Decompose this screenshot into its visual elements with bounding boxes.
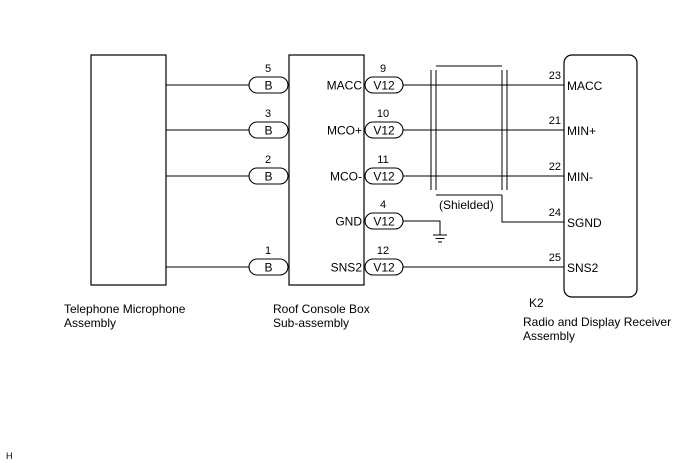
connector-pill xyxy=(364,121,404,139)
connector-label: B xyxy=(264,124,272,138)
radio-terminal: SNS2 25 xyxy=(549,252,599,275)
connector-label: V12 xyxy=(373,215,395,229)
pin-number: 11 xyxy=(377,154,388,166)
terminal-name: MCO+ xyxy=(327,124,362,138)
connector-label: V12 xyxy=(373,124,395,138)
pin-number: 9 xyxy=(380,63,386,75)
pin-number: 22 xyxy=(549,161,561,173)
connector-label: V12 xyxy=(373,261,395,275)
terminal-name: MACC xyxy=(567,79,603,93)
mic-connector: B1 xyxy=(248,245,289,276)
mic-connector: B3 xyxy=(248,108,289,139)
terminal-name: SGND xyxy=(567,216,602,230)
connector-label: B xyxy=(264,79,272,93)
shield-label: (Shielded) xyxy=(439,198,494,212)
terminal-name: GND xyxy=(335,215,362,229)
corner-mark: H xyxy=(6,451,13,461)
microphone-label-line1: Telephone Microphone xyxy=(64,302,186,316)
connector-label: B xyxy=(264,170,272,184)
console-terminal: MCO- V12 11 xyxy=(330,154,404,185)
pin-number: 4 xyxy=(380,199,386,211)
console-terminal: MACC V12 9 xyxy=(327,63,404,94)
roof-console-label-line2: Sub-assembly xyxy=(273,316,349,330)
ground-icon xyxy=(433,234,447,243)
connector-pill xyxy=(248,258,289,276)
radio-terminal: SGND 24 xyxy=(549,207,602,230)
pin-number: 3 xyxy=(265,108,271,120)
pin-number: 24 xyxy=(549,207,561,219)
connector-pill xyxy=(364,212,404,230)
roof-console-box xyxy=(288,54,365,286)
mic-connector: B5 xyxy=(248,63,289,94)
connector-pill xyxy=(248,76,289,94)
pin-number: 12 xyxy=(377,245,389,257)
mic-connector: B2 xyxy=(248,154,289,185)
radio-terminal: MACC 23 xyxy=(549,70,603,93)
console-terminal: GND V12 4 xyxy=(335,199,404,230)
pin-number: 23 xyxy=(549,70,561,82)
connector-pill xyxy=(248,121,289,139)
terminal-name: SNS2 xyxy=(567,261,599,275)
pin-number: 21 xyxy=(549,115,561,127)
terminal-name: SNS2 xyxy=(331,261,363,275)
terminal-name: MACC xyxy=(327,79,363,93)
pin-number: 5 xyxy=(265,63,271,75)
connector-pill xyxy=(364,258,404,276)
pin-number: 1 xyxy=(265,245,271,257)
radio-label-line2: Assembly xyxy=(523,329,575,343)
microphone-label-line2: Assembly xyxy=(64,316,116,330)
pin-number: 10 xyxy=(377,108,389,120)
console-terminal: SNS2 V12 12 xyxy=(331,245,404,276)
roof-console-label-line1: Roof Console Box xyxy=(273,302,370,316)
radio-label-line1: Radio and Display Receiver xyxy=(523,315,671,329)
terminal-name: MIN+ xyxy=(567,124,596,138)
terminal-name: MIN- xyxy=(567,170,593,184)
radio-terminal: MIN+ 21 xyxy=(549,115,596,138)
connector-pill xyxy=(364,167,404,185)
shield-icon xyxy=(430,65,508,196)
pin-number: 25 xyxy=(549,252,561,264)
terminal-name: MCO- xyxy=(330,170,362,184)
radio-code-label: K2 xyxy=(529,296,544,310)
connector-label: V12 xyxy=(373,79,395,93)
connector-label: B xyxy=(264,261,272,275)
connector-label: V12 xyxy=(373,170,395,184)
console-terminal: MCO+ V12 10 xyxy=(327,108,404,139)
connector-pill xyxy=(248,167,289,185)
telephone-microphone-box xyxy=(90,54,167,286)
radio-terminal: MIN- 22 xyxy=(549,161,593,184)
pin-number: 2 xyxy=(265,154,271,166)
connector-pill xyxy=(364,76,404,94)
